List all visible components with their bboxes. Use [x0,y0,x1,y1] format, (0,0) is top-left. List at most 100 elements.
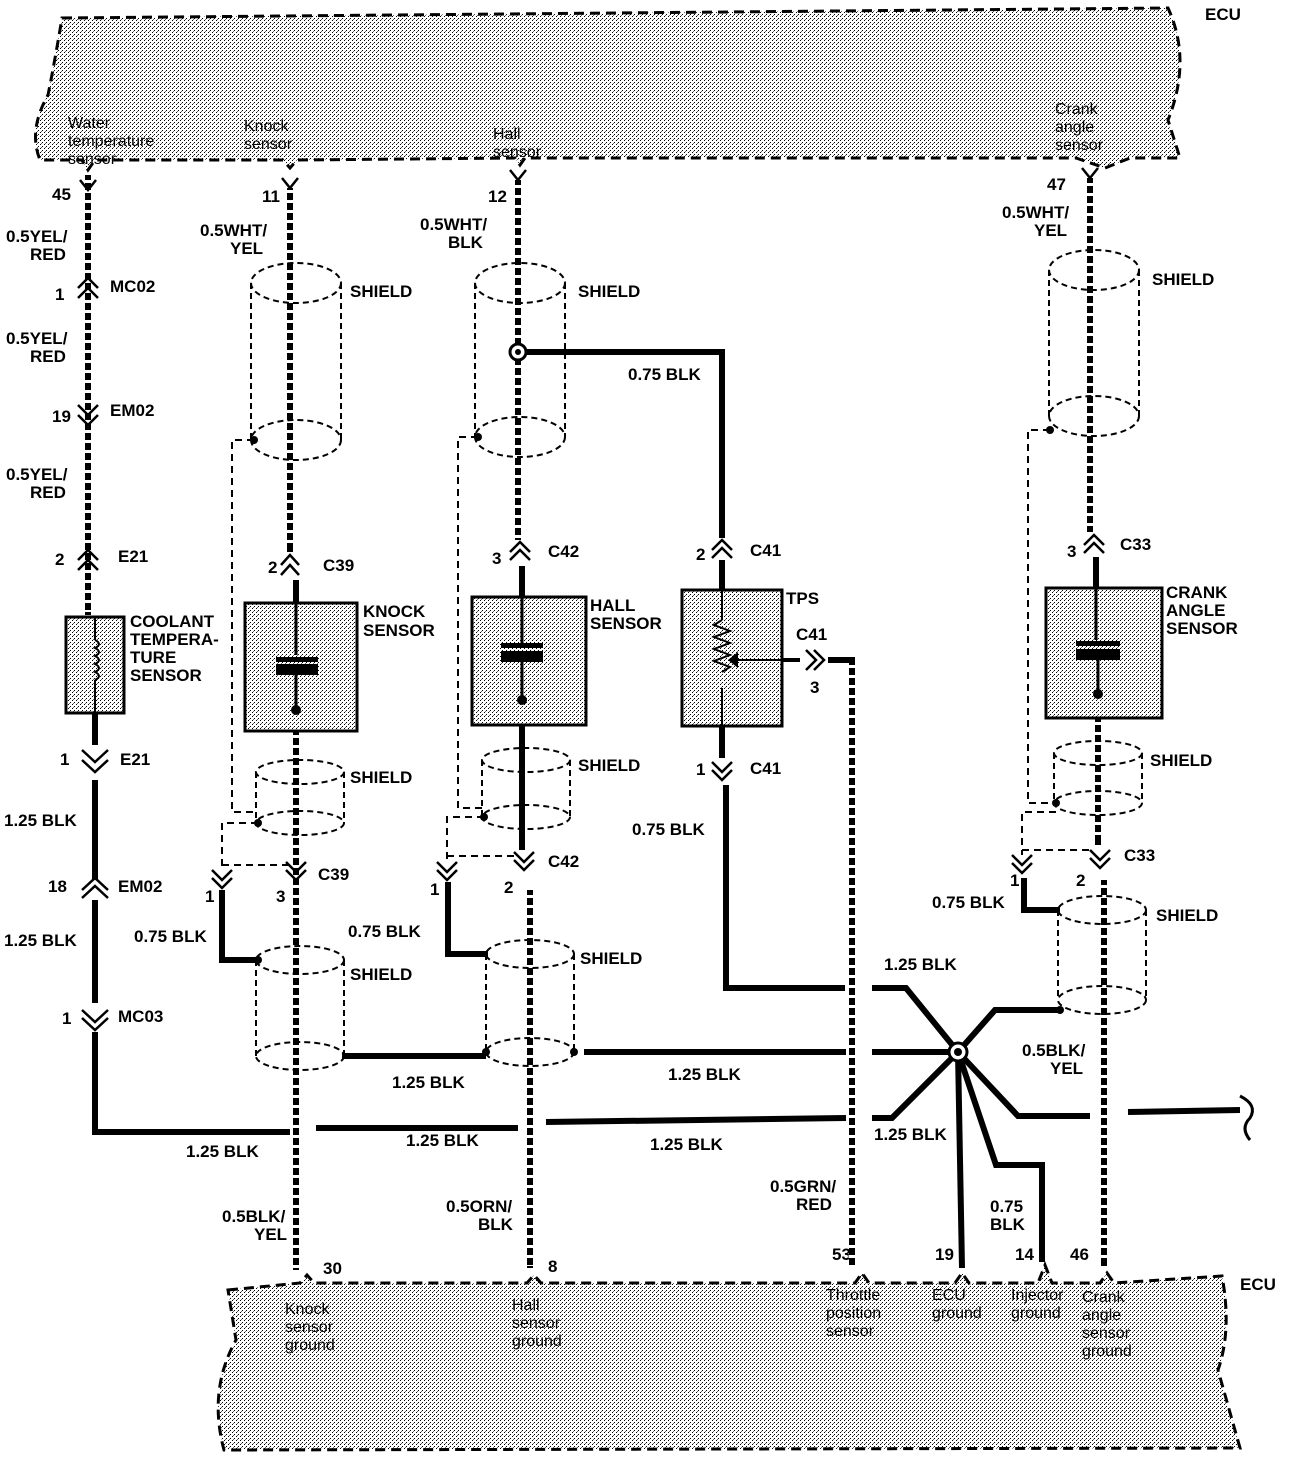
svg-text:C41: C41 [750,759,781,778]
svg-text:YEL: YEL [1050,1059,1083,1078]
ground-bus-wires [316,985,1254,1269]
svg-text:SHIELD: SHIELD [580,949,642,968]
svg-text:SHIELD: SHIELD [1152,270,1214,289]
svg-text:sensor: sensor [512,1315,561,1332]
svg-text:1.25 BLK: 1.25 BLK [874,1125,947,1144]
svg-text:C33: C33 [1120,535,1151,554]
svg-text:Injector: Injector [1011,1287,1064,1304]
svg-text:ground: ground [512,1333,562,1350]
svg-text:2: 2 [696,545,705,564]
svg-text:0.75 BLK: 0.75 BLK [134,927,207,946]
svg-text:sensor: sensor [244,136,293,153]
pin-number: 19 [935,1245,954,1264]
pin-number: 53 [832,1245,851,1264]
svg-text:TEMPERA-: TEMPERA- [130,630,219,649]
svg-text:C39: C39 [318,865,349,884]
ecu-top-label: ECU [1205,5,1241,24]
svg-text:Throttle: Throttle [826,1287,880,1304]
throttle-position-sensor: TPS [680,588,819,728]
connector-c33-b: 1 2 C33 [1010,846,1155,890]
svg-text:YEL: YEL [1034,221,1067,240]
ecu-bottom-pin-crank-ground: 46 Crank angle sensor ground [1070,1245,1132,1360]
svg-text:1: 1 [55,285,64,304]
svg-text:0.5YEL/: 0.5YEL/ [6,465,68,484]
svg-text:0.5ORN/: 0.5ORN/ [446,1197,512,1216]
shield-crank-bottom: SHIELD [1056,895,1218,1015]
wire-crank-signal [1081,167,1105,588]
svg-text:1.25 BLK: 1.25 BLK [186,1142,259,1161]
svg-text:0.5WHT/: 0.5WHT/ [200,221,267,240]
wire-crank-shield-drain [1021,878,1060,913]
svg-text:2: 2 [1076,871,1085,890]
svg-text:TURE: TURE [130,648,176,667]
svg-text:3: 3 [492,549,501,568]
svg-text:RED: RED [30,347,66,366]
hall-sensor: HALL SENSOR [470,595,662,727]
svg-text:HALL: HALL [590,596,635,615]
svg-text:SHIELD: SHIELD [350,282,412,301]
svg-text:1: 1 [430,880,439,899]
svg-text:1: 1 [62,1009,71,1028]
svg-text:0.5BLK/: 0.5BLK/ [1022,1041,1086,1060]
svg-text:2: 2 [504,878,513,897]
svg-text:sensor: sensor [285,1319,334,1336]
coolant-temperature-sensor: COOLANT TEMPERA- TURE SENSOR [64,612,219,715]
svg-text:0.5WHT/: 0.5WHT/ [420,215,487,234]
wire-hall-shield-drain [445,882,488,957]
svg-text:1.25 BLK: 1.25 BLK [406,1131,479,1150]
pin-number: 47 [1047,175,1066,194]
svg-text:temperature: temperature [68,133,154,150]
ecu-bottom-block: ECU [216,1260,1276,1452]
svg-text:sensor: sensor [1082,1325,1131,1342]
svg-text:3: 3 [1067,542,1076,561]
connector-c41-b: C41 3 [782,625,856,1265]
svg-text:ground: ground [1011,1305,1061,1322]
svg-text:SENSOR: SENSOR [590,614,662,633]
svg-text:Knock: Knock [244,118,289,135]
svg-text:0.75: 0.75 [990,1197,1023,1216]
svg-text:position: position [826,1305,881,1322]
pin-number: 45 [52,185,71,204]
wire-coolant-ground [81,713,290,1135]
ecu-top-pin-knock: Knock sensor 11 [244,118,293,206]
svg-text:1.25 BLK: 1.25 BLK [650,1135,723,1154]
pin-number: 11 [262,187,280,206]
svg-text:C42: C42 [548,542,579,561]
shield-knock-lower: SHIELD [254,759,412,836]
svg-text:0.75 BLK: 0.75 BLK [932,893,1005,912]
svg-text:CRANK: CRANK [1166,583,1228,602]
shield-drain-knock [221,439,290,868]
shield-hall-lower: SHIELD [480,747,640,830]
connector-c39-b: 1 3 C39 [205,861,349,906]
ecu-bottom-pin-ecu-ground: 19 ECU ground [932,1245,982,1322]
svg-text:TPS: TPS [786,589,819,608]
svg-text:angle: angle [1082,1307,1121,1324]
svg-text:SHIELD: SHIELD [1150,751,1212,770]
svg-text:C41: C41 [796,625,827,644]
svg-text:sensor: sensor [493,144,542,161]
svg-text:ANGLE: ANGLE [1166,601,1226,620]
svg-text:1.25 BLK: 1.25 BLK [4,811,77,830]
svg-text:BLK: BLK [990,1215,1026,1234]
svg-text:SHIELD: SHIELD [350,768,412,787]
svg-text:EM02: EM02 [118,877,162,896]
svg-text:2: 2 [55,550,64,569]
svg-text:2: 2 [268,558,277,577]
svg-text:COOLANT: COOLANT [130,612,215,631]
pin-number: 12 [488,187,507,206]
svg-text:ground: ground [285,1337,335,1354]
shield-knock-upper: SHIELD [250,262,412,461]
svg-text:angle: angle [1055,119,1094,136]
svg-text:1.25 BLK: 1.25 BLK [668,1065,741,1084]
svg-text:3: 3 [276,887,285,906]
svg-text:1.25 BLK: 1.25 BLK [884,955,957,974]
svg-text:SHIELD: SHIELD [578,756,640,775]
ecu-top-pin-crank: Crank angle sensor 47 [1047,101,1104,194]
svg-text:0.75 BLK: 0.75 BLK [632,820,705,839]
svg-text:RED: RED [30,245,66,264]
wire-water-temp-signal [79,175,97,615]
svg-text:MC03: MC03 [118,1007,163,1026]
svg-text:ground: ground [1082,1343,1132,1360]
svg-text:1: 1 [696,760,705,779]
